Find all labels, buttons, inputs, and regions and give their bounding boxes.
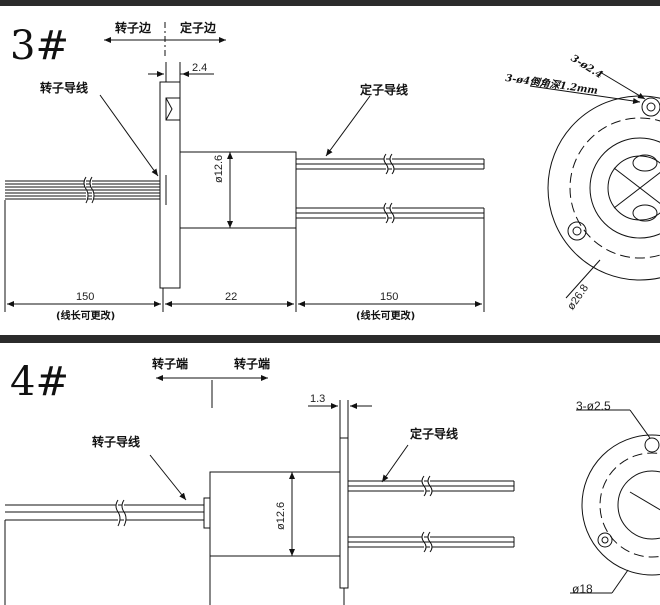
panel3-rotor-side-label: 转子边 (115, 21, 152, 35)
panel4-flange-thickness: 1.3 (310, 393, 326, 405)
panel3-stator-side-label: 定子边 (180, 21, 217, 35)
panel4-rotor-wire-label: 转子导线 (92, 435, 141, 449)
panel3-rotor-wire-label: 转子导线 (40, 81, 89, 95)
panel4-end-view (570, 409, 660, 594)
panel4-body (209, 471, 341, 557)
panel3-rotor-wires (5, 180, 160, 200)
panel3-stator-wire-label: 定子导线 (360, 83, 409, 97)
top-border-band (0, 0, 660, 6)
panel3-rotor-wire-length: 150 (76, 291, 95, 303)
panel3-end-view (529, 71, 660, 299)
panel4-number: 4# (10, 359, 69, 405)
panel4-flange (339, 437, 349, 589)
panel4-stator-wire-label: 定子导线 (410, 427, 459, 441)
panel4-drawing (4, 375, 660, 605)
panel3-number: 3# (10, 23, 69, 69)
panel4-mount-holes-note: 3-ø2.5 (576, 399, 611, 413)
panel4-body-diameter: ø12.6 (275, 501, 287, 530)
panel4-flange-diameter: ø18 (572, 582, 593, 596)
panel3-flange-thickness: 2.4 (192, 62, 208, 74)
panel-divider-band (0, 335, 660, 343)
panel3-variable-length-note-right: (线长可更改) (356, 311, 416, 322)
panel3-body (179, 151, 297, 229)
panel4-right-end-label: 转子端 (234, 357, 271, 371)
panel3-drawing (4, 22, 660, 312)
panel3-variable-length-note-left: (线长可更改) (56, 311, 116, 322)
panel3-body-length: 22 (225, 291, 238, 303)
panel4-left-end-label: 转子端 (152, 357, 189, 371)
panel3-stator-wire-length: 150 (380, 291, 399, 303)
panel3-body-diameter: ø12.6 (213, 154, 225, 183)
panel4-rotor-wires (5, 504, 204, 521)
